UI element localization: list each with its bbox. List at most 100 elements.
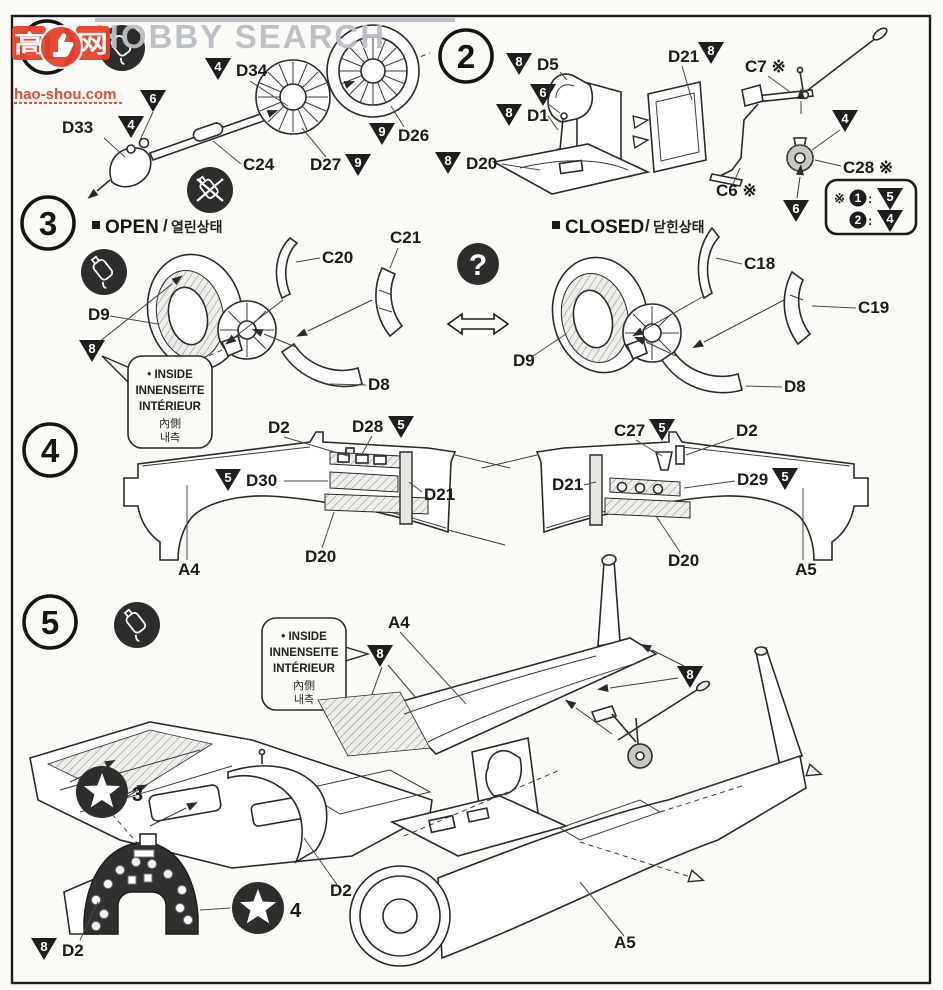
part-c24 [192,122,224,142]
part-label-d33: D33 [62,118,93,137]
svg-text:8: 8 [505,105,512,120]
paint-flag-8: 8 [435,152,461,174]
inside-note-bubble: • INSIDE INNENSEITE INTÉRIEUR 內側 내측 [101,355,213,449]
svg-text:6: 6 [539,85,546,100]
part-label-a5: A5 [795,560,817,579]
step3-open-drawing [146,236,404,388]
paint-flag-5: 5 [215,469,241,491]
step2-number: 2 [457,38,475,75]
step5-number-circle: 5 [22,594,78,650]
swap-arrow [446,312,510,336]
part-label-c28: C28 ※ [843,158,893,177]
paint-flag-8: 8 [506,53,532,75]
svg-text:4: 4 [214,59,222,74]
paint-flag-6: 6 [140,90,166,112]
part-label-d2: D2 [268,418,290,437]
inside-note-line1: • INSIDE [281,631,327,643]
cowl-flap-c21 [375,266,404,338]
part-label-d20: D20 [305,547,336,566]
part-label-d21: D21 [424,485,455,504]
cowl-flap-ring-d2 [227,765,328,864]
part-label-d34: D34 [236,61,268,80]
legend-key-1: 1 [855,191,862,205]
paint-flag-5: 5 [388,416,414,438]
part-label-d20: D20 [466,154,497,173]
part-label-c6: C6 ※ [716,181,757,200]
thumb-up-icon [53,33,74,57]
paint-flag-8: 8 [367,645,393,667]
wire-c6 [719,103,759,177]
step1: 1 [19,19,431,215]
do-not-cement-icon [185,165,235,215]
svg-text:4: 4 [886,211,894,226]
panel-d21 [647,81,707,173]
part-label-d9: D9 [88,305,110,324]
inside-note-line2: INNENSEITE [269,647,338,659]
paint-flag-5: 5 [649,419,675,441]
paint-flag-6: 6 [530,84,556,106]
inside-note-line3: INTÉRIEUR [273,662,336,675]
seat-d5 [547,73,594,123]
svg-text:6: 6 [149,91,156,106]
cowl-lower-d8 [660,350,743,394]
step3-number-circle: 3 [20,195,76,251]
step2-tailwheel-drawing [708,27,888,187]
cowl-lower-d8 [280,342,363,388]
cement-icon [113,601,161,649]
step1-drawing [84,24,431,203]
svg-text:4: 4 [127,117,135,132]
fuselage-a5-half [349,646,824,967]
part-label-d27: D27 [310,155,341,174]
cement-icon [80,248,128,296]
antenna-rod [807,37,877,91]
svg-text:?: ? [469,249,487,282]
stick-d1 [560,112,568,120]
part-label-d2: D2 [62,941,84,960]
open-label: OPEN [105,217,159,238]
square-bullet [552,221,560,229]
part-label-d8: D8 [368,375,390,394]
decal-number-4: 4 [290,900,302,922]
svg-text:8: 8 [40,939,47,954]
watermark-logo: 高手网 hao-shou.com [12,25,122,104]
svg-text:8: 8 [376,646,383,661]
inside-note-line4: 內側 [159,417,181,430]
legend-colon: : [868,191,872,206]
svg-text:8: 8 [707,43,714,58]
decal-star-icon [232,882,284,934]
part-label-a4: A4 [388,613,410,632]
closed-separator: / [645,216,650,235]
panel-d21 [589,454,603,526]
svg-text:9: 9 [354,155,361,170]
paint-flag-8: 8 [31,938,57,960]
closed-label-kr: 닫힌상태 [653,219,705,235]
part-label-c18: C18 [744,254,775,273]
paint-flag-5: 5 [772,468,798,490]
step2: 2 8 D5 6 8 D1 8 D20 D21 [435,27,918,236]
step4-number: 4 [41,432,60,469]
fuselage-a5 [535,431,869,561]
step5-number: 5 [41,604,59,641]
cowl-flap-c19 [783,270,812,346]
paint-flag-8: 8 [496,104,522,126]
svg-text:4: 4 [841,111,849,126]
svg-text:8: 8 [515,54,522,69]
part-label-d21: D21 [552,475,583,494]
step5-airframe-drawing [29,554,824,967]
step5: 5 • INSIDE INNENSEITE INTÉRIEUR 內側 내측 8 [22,554,824,967]
inside-note-line3: INTÉRIEUR [139,400,202,413]
watermark-search-text: HOBBY SEARCH [95,18,386,55]
step3-number: 3 [39,205,57,242]
inside-note-line5: 내측 [160,431,180,444]
part-c27 [654,451,673,471]
cowl-flap-c20 [275,236,299,300]
inside-note-line2: INNENSEITE [135,385,204,397]
watermark-domain: hao-shou.com [14,86,117,103]
panel-d21 [399,451,413,525]
fuselage-a4-half [317,554,658,757]
paint-flag-9: 9 [369,123,395,145]
part-label-d2: D2 [736,421,758,440]
closed-label: CLOSED [565,217,644,238]
legend-mark: ※ [834,191,845,206]
part-label-d26: D26 [398,126,429,145]
